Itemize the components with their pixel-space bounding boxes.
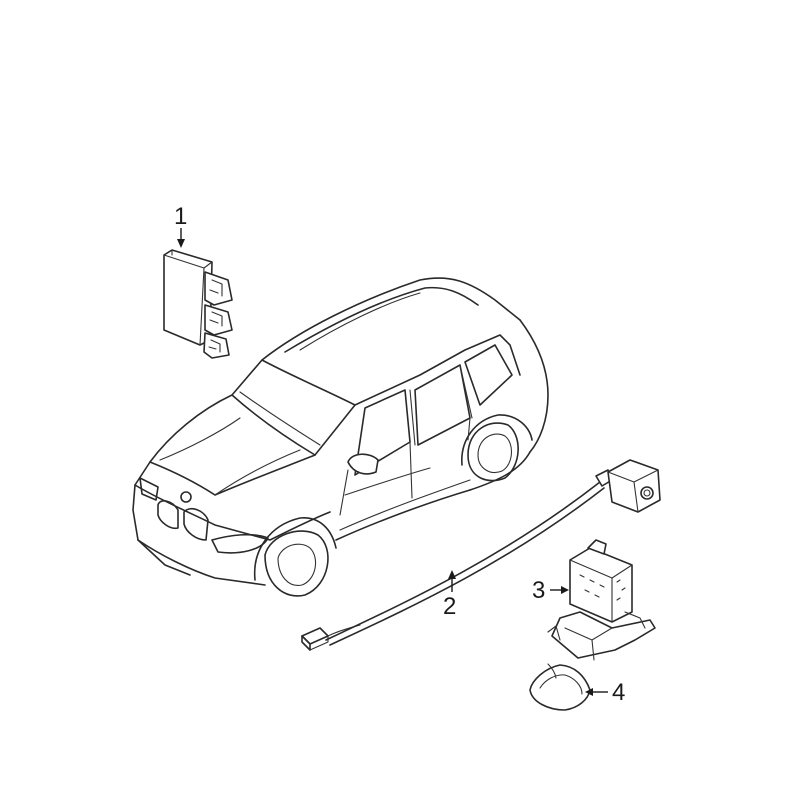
callout-4: 4 — [585, 679, 625, 706]
callout-2: 2 — [443, 570, 456, 620]
svg-text:3: 3 — [532, 577, 545, 604]
callout-3: 3 — [532, 577, 569, 604]
part-3-camera-bracket[interactable] — [547, 539, 656, 661]
svg-text:2: 2 — [443, 593, 456, 620]
part-1-control-module[interactable] — [163, 249, 233, 359]
part-4-trim-cover[interactable] — [529, 663, 591, 711]
svg-text:1: 1 — [174, 203, 187, 230]
part-2-camera-cable[interactable] — [301, 459, 661, 651]
vehicle-illustration — [132, 277, 549, 597]
svg-text:4: 4 — [612, 679, 625, 706]
callout-1: 1 — [174, 203, 187, 248]
